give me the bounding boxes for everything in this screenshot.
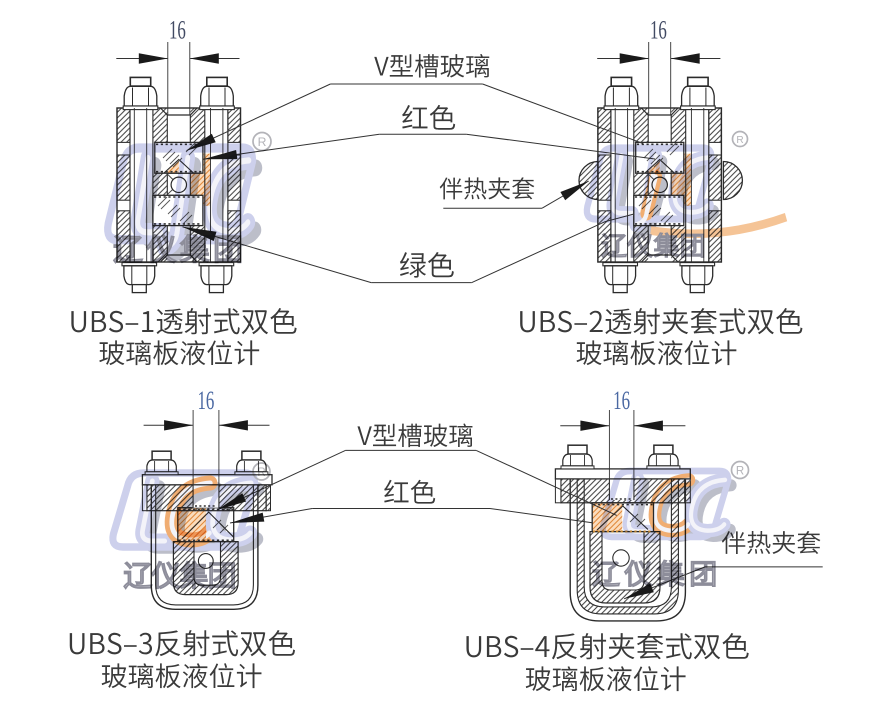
svg-text:16: 16 xyxy=(613,385,630,415)
svg-text:16: 16 xyxy=(197,385,214,415)
svg-text:R: R xyxy=(257,467,265,479)
svg-text:R: R xyxy=(258,135,267,149)
svg-text:R: R xyxy=(736,135,743,146)
svg-text:16: 16 xyxy=(169,15,186,45)
svg-text:16: 16 xyxy=(650,15,667,45)
svg-text:R: R xyxy=(736,465,744,477)
